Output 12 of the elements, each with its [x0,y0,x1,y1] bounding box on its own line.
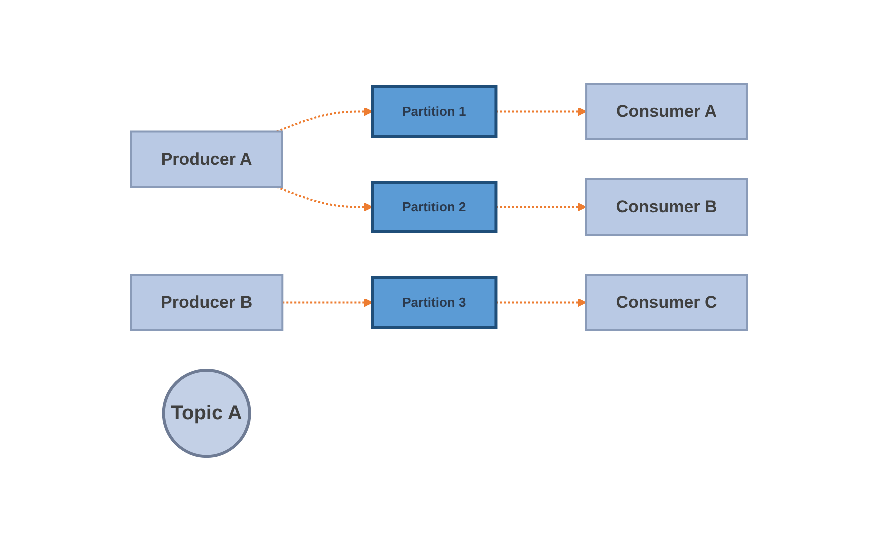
node-box: Producer A [130,130,284,188]
node-box: Partition 2 [371,181,498,234]
node-box: Partition 1 [371,86,498,138]
node-box: Consumer B [586,178,749,236]
node-circle: Topic A [162,369,252,458]
node-box: Partition 3 [371,276,498,330]
node-box: Producer B [130,274,284,332]
node-box: Consumer A [586,83,748,141]
arrow [277,108,374,133]
arrow [282,298,374,308]
arrow [277,186,374,212]
node-box: Consumer C [586,274,749,332]
